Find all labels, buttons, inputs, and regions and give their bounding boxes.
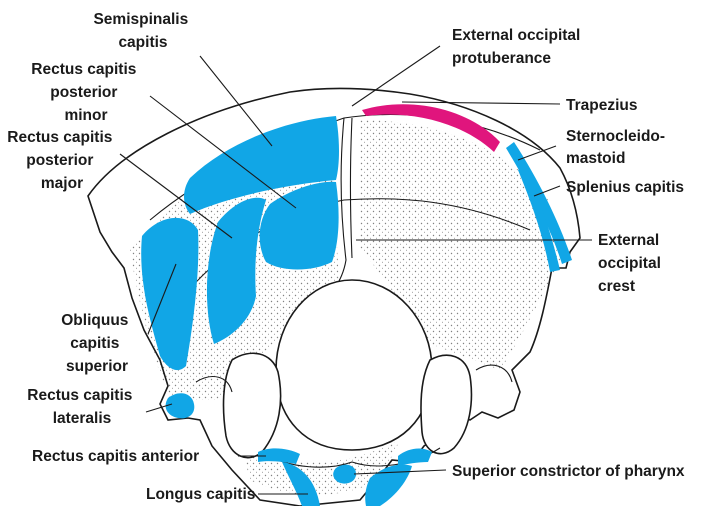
label-splenius-capitis: Splenius capitis [566,179,684,196]
label-superior-constrictor-of-pharynx: Superior constrictor of pharynx [452,463,685,480]
label-trapezius: Trapezius [566,97,638,114]
label-external-occipital-crest: External occipital crest [598,232,665,295]
label-rectus-capitis-lateralis: Rectus capitis lateralis [27,387,136,427]
label-rectus-capitis-posterior-minor: Rectus capitis posterior minor [31,61,140,124]
label-sternocleidomastoid: Sternocleido- mastoid [566,128,669,167]
label-longus-capitis: Longus capitis [146,486,255,503]
right-occipital-condyle [421,355,471,453]
label-obliquus-capitis-superior: Obliquus capitis superior [61,312,132,375]
label-semispinalis-capitis: Semispinalis capitis [93,11,192,51]
label-rectus-capitis-anterior: Rectus capitis anterior [32,448,199,465]
label-external-occipital-protuberance: External occipital protuberance [452,27,585,67]
